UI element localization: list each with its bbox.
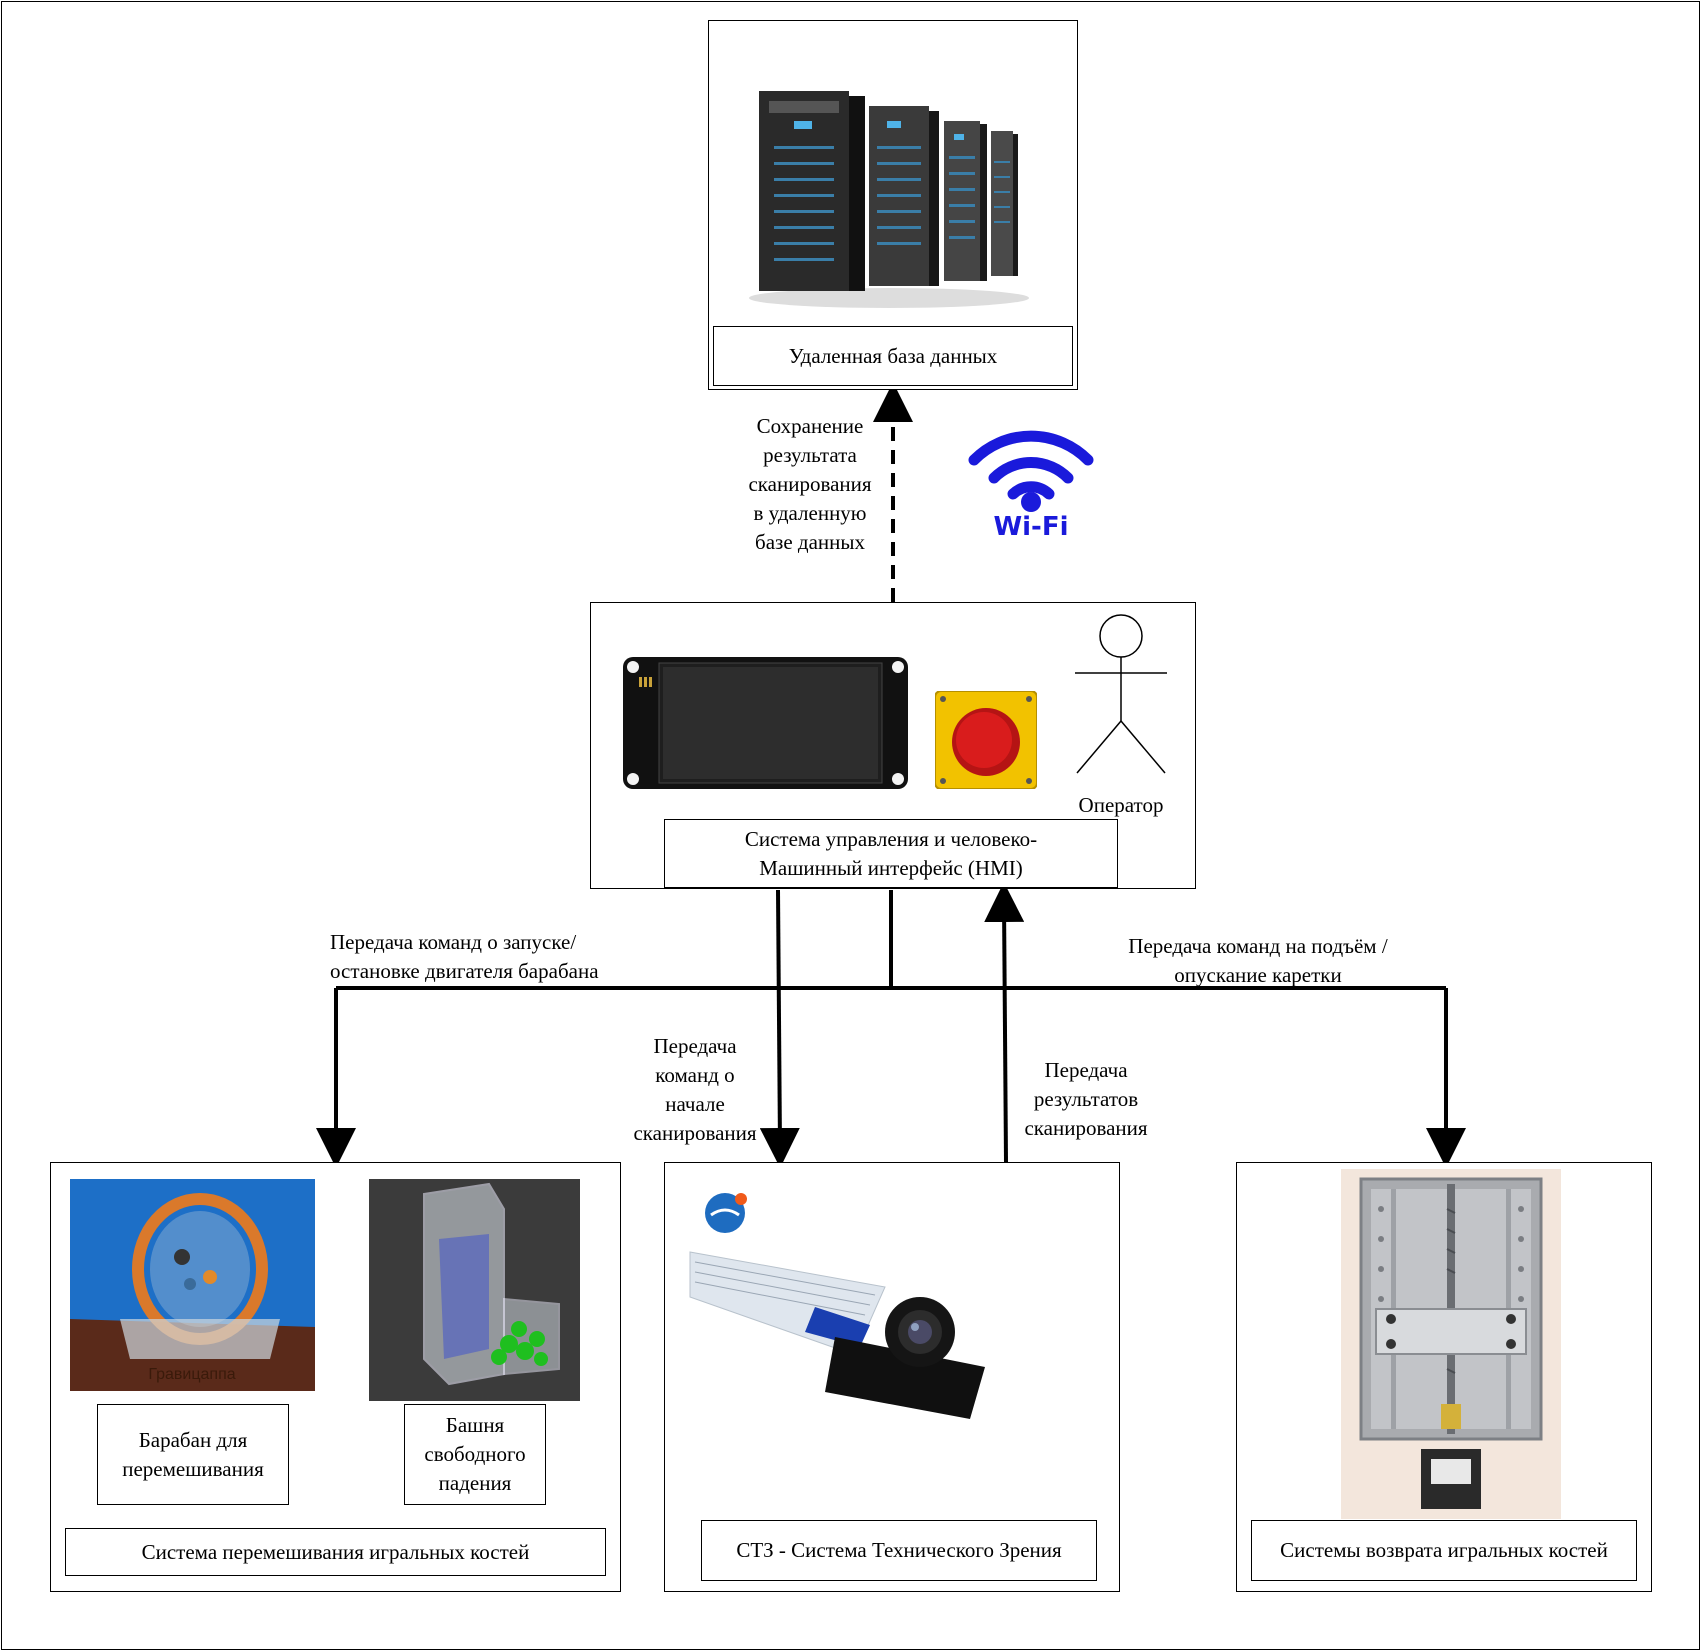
return-label: Системы возврата игральных костей <box>1251 1520 1637 1581</box>
wifi-badge: Wi-Fi <box>966 422 1096 547</box>
camera-module-photo <box>689 1193 985 1419</box>
server-rack-icon <box>749 91 1029 308</box>
database-node: Удаленная база данных <box>708 20 1078 390</box>
return-node: Системы возврата игральных костей <box>1236 1162 1652 1592</box>
vision-label: СТЗ - Система Технического Зрения <box>701 1520 1097 1581</box>
linear-carriage-photo <box>1341 1169 1561 1519</box>
drum-label: Барабан для перемешивания <box>97 1404 289 1505</box>
edge-carriage-cmd-label: Передача команд на подъём /опускание кар… <box>1128 934 1388 987</box>
emergency-stop-icon <box>935 691 1037 789</box>
mixing-label: Система перемешивания игральных костей <box>65 1528 606 1576</box>
wifi-icon <box>968 430 1094 512</box>
vision-node: СТЗ - Система Технического Зрения <box>664 1162 1120 1592</box>
database-label: Удаленная база данных <box>713 326 1073 386</box>
hmi-node: Оператор Система управления и человеко- … <box>590 602 1196 889</box>
operator-label: Оператор <box>1078 793 1164 817</box>
wifi-label: Wi-Fi <box>993 512 1069 542</box>
touch-display-icon <box>623 657 908 789</box>
hmi-label: Система управления и человеко- Машинный … <box>664 819 1118 888</box>
mixing-node: Гравицаппа Барабан для перемешивания Баш… <box>50 1162 621 1592</box>
mixing-drum-photo: Гравицаппа <box>70 1179 315 1391</box>
tower-label: Башня свободного падения <box>404 1404 546 1505</box>
operator-stick-figure-icon <box>1075 614 1167 774</box>
drum-engraving-text: Гравицаппа <box>148 1366 235 1383</box>
edge-scan-cmd <box>759 889 800 1168</box>
dice-tower-photo <box>369 1179 580 1401</box>
edge-scan-result <box>984 882 1025 1163</box>
edge-drum-cmd-label: Передача команд о запуске/остановке двиг… <box>330 930 599 983</box>
